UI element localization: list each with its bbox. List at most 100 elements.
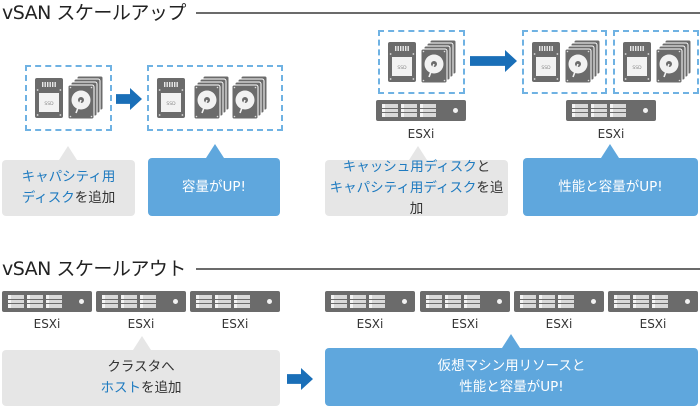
drive-bay	[420, 104, 436, 117]
esxi-host-server	[514, 291, 604, 312]
disk-group-before: SSD	[25, 65, 112, 131]
esxi-label: ESXi	[33, 317, 61, 331]
drive-bay	[196, 295, 212, 308]
power-led-icon	[79, 299, 84, 304]
drive-bay	[539, 295, 555, 308]
drive-bay	[140, 295, 156, 308]
drive-bay	[401, 104, 417, 117]
drive-bay	[614, 295, 630, 308]
callout-vm-resources-up: 仮想マシン用リソースと 性能と容量がUP!	[325, 334, 698, 406]
esxi-label: ESXi	[545, 317, 573, 331]
callout-pointer	[59, 146, 77, 160]
drive-bay	[382, 104, 398, 117]
ssd-icon: SSD	[388, 42, 416, 82]
drive-bay	[215, 295, 231, 308]
power-led-icon	[591, 299, 596, 304]
esxi-host-server	[96, 291, 186, 312]
drive-bays	[331, 295, 385, 308]
drive-bay	[121, 295, 137, 308]
svg-text:SSD: SSD	[541, 65, 551, 71]
right-arrow-icon	[116, 88, 142, 110]
ssd-icon: SSD	[35, 78, 63, 118]
scale-up-title: vSAN スケールアップ	[2, 2, 186, 24]
disk-group-after: SSD	[147, 65, 283, 131]
disk-group-before: SSD	[378, 30, 465, 94]
callout-pointer	[206, 144, 224, 158]
drive-bay	[610, 104, 626, 117]
power-led-icon	[453, 108, 458, 113]
esxi-label: ESXi	[597, 127, 625, 141]
esxi-label: ESXi	[407, 127, 435, 141]
drive-bay	[633, 295, 649, 308]
power-led-icon	[497, 299, 502, 304]
drive-bays	[196, 295, 250, 308]
callout-text: と	[476, 158, 491, 175]
esxi-host-server	[608, 291, 698, 312]
power-led-icon	[402, 299, 407, 304]
callout-add-capacity-disk: キャパシティ用 ディスクを追加	[2, 146, 135, 216]
callout-pointer	[601, 144, 619, 158]
drive-bay	[27, 295, 43, 308]
drive-bays	[614, 295, 668, 308]
hdd-stack-icon	[193, 76, 231, 122]
esxi-label: ESXi	[356, 317, 384, 331]
right-arrow-icon	[287, 368, 313, 390]
svg-text:SSD: SSD	[632, 65, 642, 71]
drive-bays	[102, 295, 156, 308]
hdd-stack-icon	[655, 40, 693, 86]
esxi-host-server	[420, 291, 510, 312]
callout-text: 性能と容量がUP!	[558, 178, 663, 195]
drive-bay	[8, 295, 24, 308]
callout-pointer	[409, 146, 427, 160]
highlight-text: キャパシティ用	[21, 169, 116, 185]
power-led-icon	[685, 299, 690, 304]
drive-bay	[350, 295, 366, 308]
drive-bay	[426, 295, 442, 308]
ssd-icon: SSD	[532, 42, 560, 82]
drive-bay	[520, 295, 536, 308]
callout-performance-capacity-up: 性能と容量がUP!	[523, 144, 698, 216]
drive-bay	[445, 295, 461, 308]
callout-text: を追加	[409, 179, 504, 217]
esxi-label: ESXi	[127, 317, 155, 331]
svg-text:SSD: SSD	[44, 101, 54, 107]
power-led-icon	[173, 299, 178, 304]
svg-text:SSD: SSD	[397, 65, 407, 71]
callout-text: 性能と容量がUP!	[459, 379, 564, 395]
esxi-host-server	[325, 291, 415, 312]
hdd-stack-icon	[420, 40, 458, 86]
drive-bay	[464, 295, 480, 308]
drive-bay	[369, 295, 385, 308]
callout-add-cache-capacity-disk: キャッシュ用ディスクと キャパシティ用ディスクを追加	[325, 146, 508, 217]
drive-bay	[591, 104, 607, 117]
esxi-host-server	[566, 100, 656, 121]
drive-bays	[572, 104, 626, 117]
hdd-stack-icon	[564, 40, 602, 86]
callout-pointer	[133, 336, 151, 350]
highlight-text: キャッシュ用ディスク	[342, 158, 477, 175]
callout-text: を追加	[141, 380, 182, 396]
drive-bays	[382, 104, 436, 117]
scale-out-title: vSAN スケールアウト	[2, 258, 186, 280]
svg-text:SSD: SSD	[166, 101, 176, 107]
esxi-label: ESXi	[451, 317, 479, 331]
esxi-label: ESXi	[639, 317, 667, 331]
highlight-text: キャパシティ用ディスク	[329, 179, 477, 196]
drive-bays	[426, 295, 480, 308]
callout-pointer	[502, 334, 520, 348]
esxi-host-server	[376, 100, 466, 121]
highlight-text: ディスク	[21, 190, 75, 206]
highlight-text: ホスト	[100, 380, 142, 396]
esxi-host-server	[2, 291, 92, 312]
esxi-label: ESXi	[221, 317, 249, 331]
ssd-icon: SSD	[623, 42, 651, 82]
scale-out-title-rule	[196, 268, 700, 270]
power-led-icon	[267, 299, 272, 304]
drive-bay	[46, 295, 62, 308]
callout-text: 容量がUP!	[182, 178, 246, 195]
callout-add-host: クラスタへ ホストを追加	[2, 336, 280, 406]
disk-group-after-2: SSD	[613, 30, 699, 94]
disk-group-after-1: SSD	[522, 30, 607, 94]
ssd-icon: SSD	[157, 78, 185, 118]
drive-bays	[8, 295, 62, 308]
